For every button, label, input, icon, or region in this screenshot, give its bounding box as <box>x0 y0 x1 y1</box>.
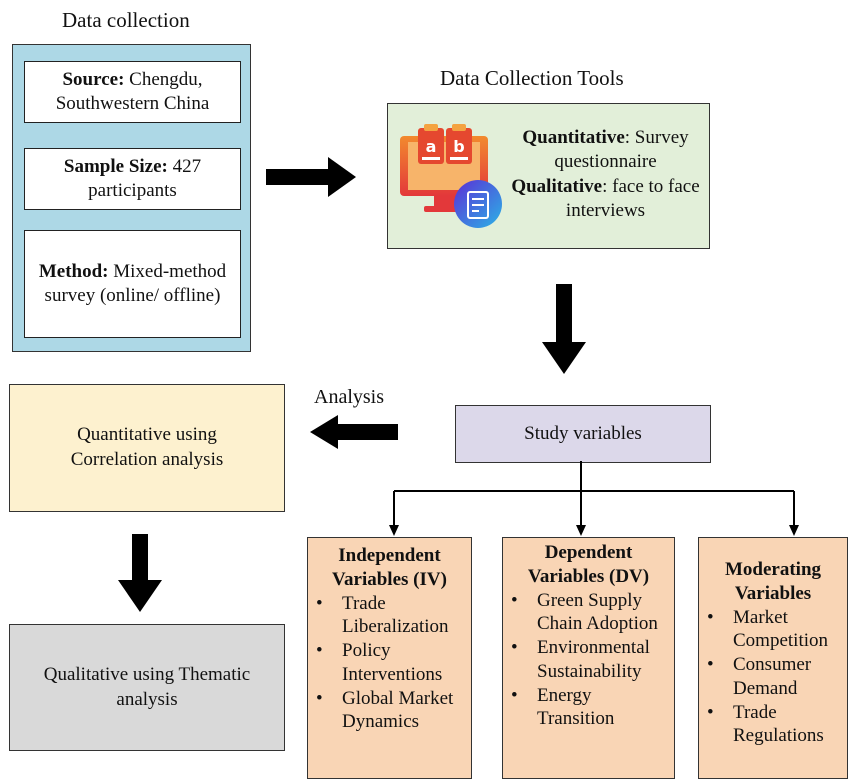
moderating-item-1: Market Competition <box>733 606 828 652</box>
bullet: • <box>316 687 323 709</box>
list-item: • Trade Liberalization <box>316 592 465 640</box>
dependent-item-1: Green Supply Chain Adoption <box>537 589 658 635</box>
bullet: • <box>707 654 714 675</box>
list-item: • Green Supply Chain Adoption <box>511 589 668 637</box>
dependent-item-3: Energy Transition <box>537 684 615 730</box>
sample-size-box: Sample Size: 427 participants <box>24 148 241 210</box>
questionnaire-icon: a b <box>400 124 502 228</box>
moderating-item-2: Consumer Demand <box>733 654 812 699</box>
dependent-variables-box: Dependent Variables (DV) • Green Supply C… <box>502 537 675 779</box>
moderating-variables-list: • Market Competition • Consumer Demand • Tr… <box>699 606 847 749</box>
study-variables-box: Study variables <box>455 405 711 463</box>
list-item: • Trade Regulations <box>707 701 841 749</box>
qualitative-text: : face to face interviews <box>565 175 700 221</box>
dependent-variables-list: • Green Supply Chain Adoption • Environmen… <box>503 589 674 732</box>
quantitative-text: : Survey questionnaire <box>554 127 689 173</box>
bullet: • <box>511 637 518 658</box>
bullet: • <box>316 592 323 614</box>
arrow-down-tools <box>542 284 586 374</box>
method-label: Method: <box>38 261 109 283</box>
bullet: • <box>707 701 714 723</box>
source-box: Source: Chengdu, Southwestern China <box>24 61 241 123</box>
arrow-right <box>266 157 356 197</box>
data-collection-panel: Source: Chengdu, Southwestern China Samp… <box>12 44 251 352</box>
tools-description: Quantitative: Survey questionnaire Quali… <box>508 126 703 223</box>
method-box: Method: Mixed-method survey (online/ off… <box>24 230 241 338</box>
bullet: • <box>511 684 518 706</box>
quantitative-label: Quantitative <box>522 127 625 148</box>
list-item: • Environmental Sustainability <box>511 636 668 684</box>
data-collection-title: Data collection <box>62 8 190 32</box>
independent-variables-box: Independent Variables (IV) • Trade Libera… <box>307 537 472 779</box>
list-item: • Market Competition <box>707 606 841 654</box>
independent-item-3: Global Market Dynamics <box>342 687 454 733</box>
arrow-down-analysis <box>118 534 162 612</box>
list-item: • Energy Transition <box>511 684 668 732</box>
quantitative-analysis-text: Quantitative using Correlation analysis <box>70 424 224 470</box>
moderating-variables-box: Moderating Variables • Market Competition… <box>698 537 848 779</box>
tools-title: Data Collection Tools <box>440 66 624 90</box>
sample-size-label: Sample Size: <box>63 156 168 178</box>
arrow-left-analysis <box>310 415 398 449</box>
qualitative-label: Qualitative <box>511 175 603 197</box>
quantitative-analysis-box: Quantitative using Correlation analysis <box>9 384 285 512</box>
source-text: Chengdu, Southwestern China <box>55 69 210 114</box>
tools-box: a b Quantitative: Survey questionnaire Q… <box>387 103 710 249</box>
dependent-item-2: Environmental Sustainability <box>537 637 650 682</box>
independent-item-2: Policy Interventions <box>342 640 443 685</box>
variables-connector <box>389 461 799 536</box>
list-item: • Policy Interventions <box>316 639 465 687</box>
bullet: • <box>511 589 518 611</box>
bullet: • <box>707 606 714 628</box>
moderating-item-3: Trade Regulations <box>733 701 824 747</box>
method-text: Mixed-method survey (online/ offline) <box>44 261 227 306</box>
qualitative-analysis-box: Qualitative using Thematic analysis <box>9 624 285 751</box>
dependent-variables-title: Dependent Variables (DV) <box>527 542 650 587</box>
bullet: • <box>316 640 323 661</box>
independent-item-1: Trade Liberalization <box>342 592 449 638</box>
list-item: • Consumer Demand <box>707 653 841 701</box>
independent-variables-title: Independent Variables (IV) <box>332 545 447 590</box>
analysis-label: Analysis <box>314 386 384 408</box>
list-item: • Global Market Dynamics <box>316 687 465 735</box>
moderating-variables-title: Moderating Variables <box>724 559 822 604</box>
icon-letter-b: b <box>453 137 464 156</box>
icon-letter-a: a <box>426 137 437 156</box>
qualitative-analysis-text: Qualitative using Thematic analysis <box>43 663 251 710</box>
source-label: Source: <box>62 69 125 91</box>
sample-size-text: 427 participants <box>88 156 202 201</box>
independent-variables-list: • Trade Liberalization • Policy Interventi… <box>308 592 471 735</box>
